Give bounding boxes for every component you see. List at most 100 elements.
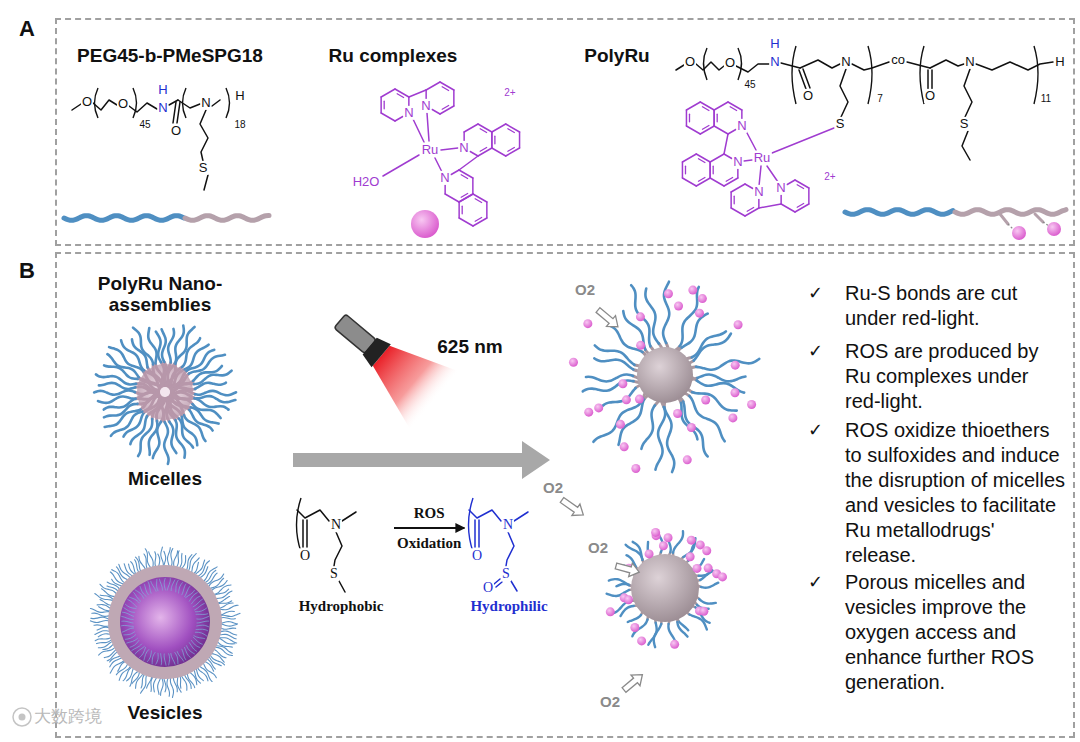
repeat-bracket [133, 88, 137, 118]
bond-line [441, 148, 458, 150]
bond-line [682, 154, 696, 162]
bond-line [686, 102, 700, 110]
oxygen-arrow [558, 494, 587, 520]
peg-chain [158, 678, 161, 695]
oxygen-label: O2 [588, 540, 608, 557]
disrupted-micelle-core [637, 347, 693, 403]
bond-line [795, 204, 809, 212]
repeat-bracket [1034, 46, 1038, 104]
atom-label: N [732, 155, 743, 169]
peg-chain [94, 625, 109, 627]
peg-chain [185, 647, 191, 657]
bond-line [475, 217, 481, 221]
ru-complex-sphere [411, 210, 439, 238]
peg-chain [179, 583, 183, 593]
watermark-icon [13, 708, 31, 726]
label-anchor: 7 [876, 93, 884, 104]
bond-line [686, 110, 688, 126]
atom-label: H [234, 89, 245, 103]
atom-label: S [198, 161, 209, 175]
released-ru-complex [569, 358, 578, 367]
bond-line [781, 204, 795, 212]
bond-line [427, 113, 429, 141]
bond-line [204, 175, 208, 190]
peg-chain [648, 623, 656, 645]
label-anchor: N [753, 185, 764, 199]
peg-chain [171, 548, 173, 566]
label-anchor: H [1054, 55, 1065, 69]
peg-chain [97, 627, 109, 630]
peg-chain [181, 676, 187, 691]
peg-chain [205, 662, 214, 672]
polymer-chain [64, 216, 184, 221]
peg-chain [177, 551, 180, 567]
peg-chain [170, 678, 173, 698]
label-anchor: PEG45-b-PMeSPG18 [77, 46, 263, 67]
released-ru-complex [687, 423, 696, 432]
released-ru-complex [687, 536, 696, 545]
label-anchor: S [959, 117, 970, 131]
peg-chain [95, 637, 111, 640]
label-anchor: N [775, 181, 786, 195]
atom-label: 2+ [823, 171, 836, 182]
figure-heading: PolyRu Nano-assemblies [65, 274, 255, 316]
bullet-text: Ru-S bonds are cut under red-light. [845, 281, 1069, 331]
bond-line [731, 208, 745, 216]
bond-line [747, 207, 753, 211]
bond-line [696, 154, 710, 162]
bond-line [840, 69, 848, 117]
peg-chain [677, 622, 687, 637]
peg-chain [220, 605, 239, 610]
bond-line [462, 206, 463, 213]
peg-chain [139, 556, 146, 569]
watermark: 大数跨境 [34, 708, 102, 727]
peg-chain [136, 557, 141, 571]
peg-chain [197, 668, 208, 681]
peg-chain [144, 554, 147, 569]
polymer-chain [185, 216, 269, 221]
bond-line [474, 520, 476, 547]
peg-chain [169, 422, 176, 453]
peg-chain [221, 628, 236, 629]
label-anchor: O [81, 95, 93, 109]
atom-label: O [684, 55, 696, 69]
bond-line [435, 158, 442, 172]
panel-heading: PolyRu [584, 46, 649, 67]
atom-label: 45 [138, 119, 151, 130]
polymer-chain [955, 210, 1066, 215]
label-anchor: O2 [543, 480, 563, 497]
released-ru-complex [594, 403, 603, 412]
label-anchor: Ru complexes [329, 46, 458, 67]
peg-chain [189, 643, 196, 652]
atom-label: O [117, 97, 129, 111]
peg-chain [91, 617, 109, 619]
atom-label: N [200, 96, 211, 110]
bond-line [852, 62, 889, 70]
label-anchor: O2 [588, 540, 608, 557]
peg-chain [189, 593, 197, 601]
released-ru-complex [664, 289, 673, 298]
thioether-unit: Hydrophobic [290, 485, 392, 615]
atom-label: N [330, 517, 342, 532]
peg-chain [164, 654, 166, 665]
peg-chain [158, 554, 160, 566]
released-ru-complex [583, 319, 592, 328]
released-ru-complex [645, 549, 654, 558]
peg-chain [96, 374, 136, 384]
bond-line [478, 148, 492, 156]
bond-line [737, 169, 739, 178]
released-ru-complex [630, 623, 639, 632]
bond-line [734, 196, 735, 203]
peg-chain [655, 407, 665, 470]
figure-caption: Micelles [128, 468, 202, 490]
released-ru-complex [664, 533, 673, 542]
atom-label: Ru [753, 151, 772, 165]
vesicle-membrane [108, 565, 222, 679]
bond-line [440, 82, 454, 90]
released-ru-complex [637, 636, 646, 645]
peg-chain [97, 640, 112, 644]
peg-chain [151, 581, 156, 591]
bond-line [453, 90, 455, 106]
peg-chain [160, 654, 162, 665]
bond-line [395, 117, 403, 122]
